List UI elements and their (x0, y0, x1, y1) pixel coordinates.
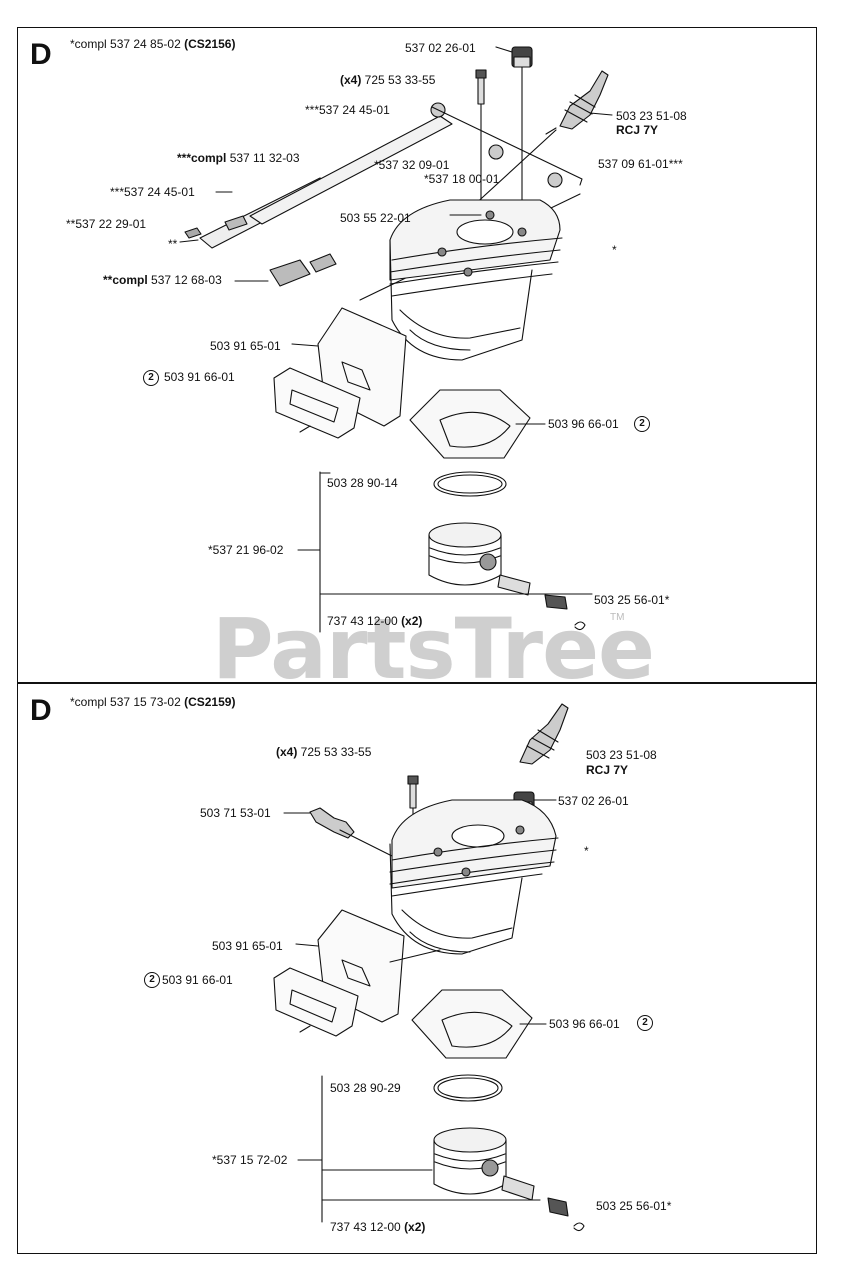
section-letter: D (30, 694, 52, 727)
part-label-537219602[interactable]: *537 21 96-02 (208, 543, 284, 557)
part-label-537244501-b[interactable]: ***537 24 45-01 (110, 185, 195, 199)
part-label-screws[interactable]: (x4) 725 53 33-55 (340, 73, 436, 87)
part-label-503715301[interactable]: 503 71 53-01 (200, 806, 271, 820)
model-code: (CS2156) (184, 37, 236, 51)
part-label-cap[interactable]: 537 02 26-01 (558, 794, 629, 808)
watermark-tm: TM (610, 612, 625, 623)
part-label-cap[interactable]: 537 02 26-01 (405, 41, 476, 55)
part-label-double-star[interactable]: ** (168, 237, 178, 251)
part-label-503255601[interactable]: 503 25 56-01* (596, 1199, 672, 1213)
note-circle-2: 2 (634, 416, 650, 432)
section-d-cs2159 (17, 683, 817, 1254)
part-label-537157202[interactable]: *537 15 72-02 (212, 1153, 288, 1167)
part-label-737431200[interactable]: 737 43 12-00 (x2) (327, 614, 423, 628)
part-label-503916501[interactable]: 503 91 65-01 (210, 339, 281, 353)
part-label-screws[interactable]: (x4) 725 53 33-55 (276, 745, 372, 759)
part-label-503289014[interactable]: 503 28 90-14 (327, 476, 398, 490)
asterisk-note: * (612, 243, 617, 257)
part-label-537126803[interactable]: **compl 537 12 68-03 (103, 273, 222, 287)
part-label-spark-plug[interactable]: 503 23 51-08 (616, 109, 687, 123)
part-label-spark-plug-type: RCJ 7Y (586, 763, 629, 777)
part-label-503916601[interactable]: 503 91 66-01 (162, 973, 233, 987)
note-circle-2: 2 (143, 370, 159, 386)
section-letter: D (30, 38, 52, 71)
model-code: (CS2159) (184, 695, 236, 709)
part-label-537180001[interactable]: *537 18 00-01 (424, 172, 500, 186)
part-label-503552201[interactable]: 503 55 22-01 (340, 211, 411, 225)
part-label-537320901[interactable]: *537 32 09-01 (374, 158, 450, 172)
section-header: *compl 537 15 73-02 (CS2159) (70, 695, 236, 709)
section-d-cs2156 (17, 27, 817, 683)
part-label-503966601[interactable]: 503 96 66-01 (549, 1017, 620, 1031)
part-label-537244501-a[interactable]: ***537 24 45-01 (305, 103, 390, 117)
part-label-503916501[interactable]: 503 91 65-01 (212, 939, 283, 953)
part-label-spark-plug[interactable]: 503 23 51-08 (586, 748, 657, 762)
part-label-537222901[interactable]: **537 22 29-01 (66, 217, 147, 231)
part-label-503289029[interactable]: 503 28 90-29 (330, 1081, 401, 1095)
note-circle-2: 2 (144, 972, 160, 988)
part-label-spark-plug-type: RCJ 7Y (616, 123, 659, 137)
part-label-503966601[interactable]: 503 96 66-01 (548, 417, 619, 431)
watermark-partstree: PartsTree (212, 600, 655, 698)
part-label-537096101[interactable]: 537 09 61-01*** (598, 157, 683, 171)
section-header: *compl 537 24 85-02 (CS2156) (70, 37, 236, 51)
asterisk-note: * (584, 844, 589, 858)
part-label-503255601[interactable]: 503 25 56-01* (594, 593, 670, 607)
part-label-737431200[interactable]: 737 43 12-00 (x2) (330, 1220, 426, 1234)
part-label-503916601[interactable]: 503 91 66-01 (164, 370, 235, 384)
note-circle-2: 2 (637, 1015, 653, 1031)
part-label-537113203[interactable]: ***compl 537 11 32-03 (177, 151, 300, 165)
